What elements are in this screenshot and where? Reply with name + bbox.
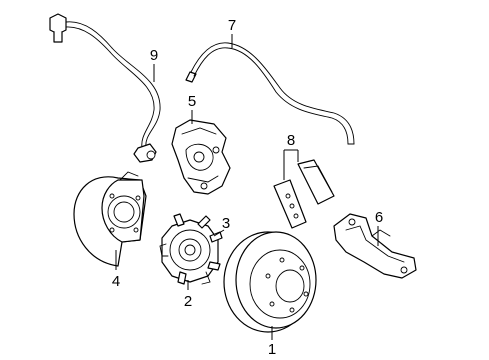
callout-4: 4 [112, 273, 120, 290]
steering-knuckle [171, 119, 231, 195]
wheel-studs [173, 213, 223, 285]
wheel-speed-sensor-wire [49, 13, 161, 163]
callout-7: 7 [228, 17, 236, 34]
callout-3: 3 [222, 215, 230, 232]
brake-pads [273, 159, 335, 229]
hub-and-bearing [159, 219, 219, 285]
callout-5: 5 [188, 93, 196, 110]
callout-8: 8 [287, 132, 295, 149]
callout-labels: 7 9 5 8 6 3 2 4 1 [112, 17, 383, 358]
callout-2: 2 [184, 293, 192, 310]
brake-rotor [223, 231, 317, 333]
leader-lines [115, 34, 379, 340]
callout-9: 9 [150, 47, 158, 64]
splash-shield [73, 171, 147, 267]
callout-6: 6 [375, 209, 383, 226]
caliper-bracket [333, 213, 417, 279]
brake-hose [185, 42, 355, 145]
callout-1: 1 [268, 341, 276, 358]
